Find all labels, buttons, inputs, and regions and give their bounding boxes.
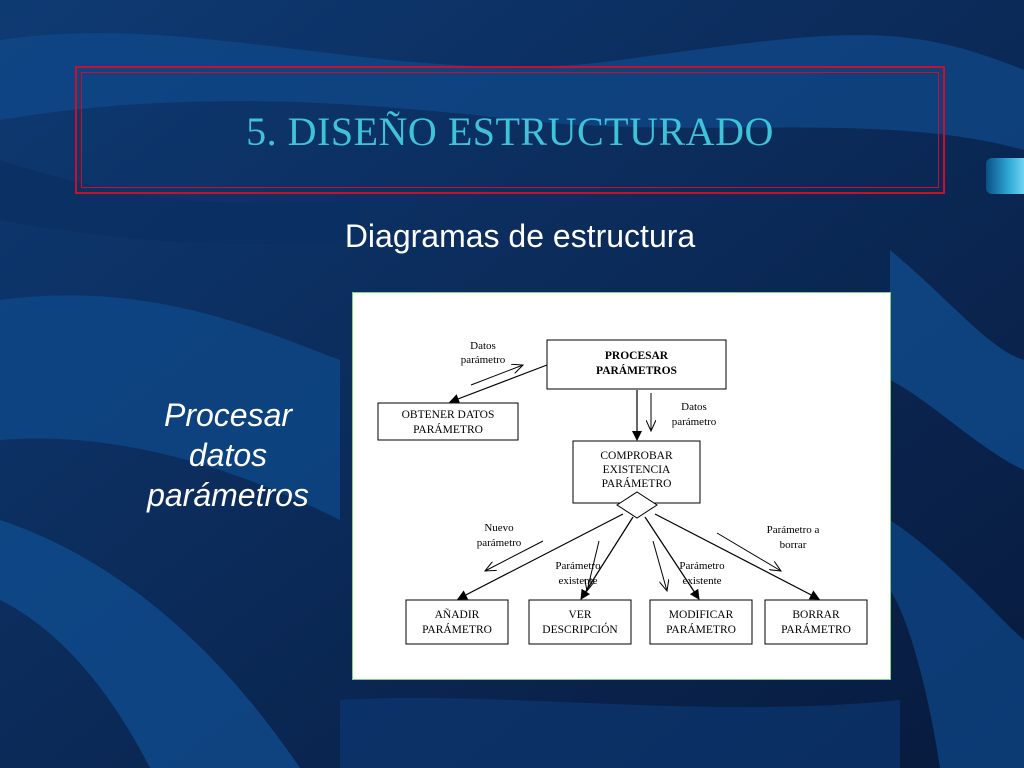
label-parametro-existente-2: Parámetro existente — [679, 560, 725, 587]
box-ver-line-1: VER — [569, 609, 592, 621]
flow-arrow-existente-1 — [587, 540, 600, 591]
box-procesar-line-1: PROCESAR — [605, 350, 669, 362]
flow-arrow-nuevo — [485, 540, 544, 571]
label-nuevo-line-1: Nuevo — [484, 522, 514, 534]
decorative-tab — [986, 158, 1024, 194]
slide-subtitle: Diagramas de estructura — [344, 218, 696, 254]
flow-arrow-borrar — [716, 532, 781, 571]
label-datos-parametro-1: Datos parámetro — [461, 340, 506, 366]
box-ver-line-2: DESCRIPCIÓN — [542, 622, 618, 636]
structure-diagram-panel: PROCESAR PARÁMETROS OBTENER DATOS PARÁME… — [352, 292, 891, 680]
box-anadir-line-1: AÑADIR — [435, 607, 480, 621]
label-datos-2-line-2: parámetro — [672, 416, 717, 428]
box-ver: VER DESCRIPCIÓN — [528, 599, 632, 645]
box-borrar-line-1: BORRAR — [792, 609, 840, 621]
label-datos-parametro-2: Datos parámetro — [672, 401, 717, 428]
box-borrar: BORRAR PARÁMETRO — [764, 599, 868, 645]
box-obtener: OBTENER DATOS PARÁMETRO — [377, 402, 519, 441]
label-datos-1-line-2: parámetro — [461, 354, 506, 366]
label-datos-2-line-1: Datos — [681, 401, 707, 413]
connectors — [449, 364, 820, 600]
label-nuevo-line-2: parámetro — [477, 537, 522, 549]
box-anadir: AÑADIR PARÁMETRO — [405, 599, 509, 645]
box-borrar-line-2: PARÁMETRO — [781, 622, 851, 636]
title-frame — [75, 66, 945, 194]
box-anadir-line-2: PARÁMETRO — [422, 622, 492, 636]
label-borrar-line-1: Parámetro a — [767, 524, 820, 536]
flow-arrow-existente-2 — [652, 540, 667, 591]
connector-comprobar-anadir — [457, 513, 624, 600]
side-caption-line-3: parámetros — [147, 477, 309, 513]
flow-arrow-datos-up — [470, 365, 523, 386]
label-existente-2-line-1: Parámetro — [679, 560, 725, 572]
structure-diagram: PROCESAR PARÁMETROS OBTENER DATOS PARÁME… — [377, 339, 868, 645]
label-existente-1-line-1: Parámetro — [555, 560, 601, 572]
label-borrar-line-2: borrar — [780, 539, 807, 551]
data-flow-arrows — [470, 365, 781, 591]
label-existente-1-line-2: existente — [558, 575, 597, 587]
box-comprobar: COMPROBAR EXISTENCIA PARÁMETRO — [572, 440, 701, 519]
box-comprobar-line-2: EXISTENCIA — [603, 464, 671, 476]
connector-procesar-obtener — [449, 364, 548, 404]
box-procesar: PROCESAR PARÁMETROS — [546, 339, 727, 390]
side-caption-line-2: datos — [188, 437, 268, 473]
box-obtener-line-2: PARÁMETRO — [413, 422, 483, 436]
connector-comprobar-modificar — [644, 516, 700, 600]
box-comprobar-line-3: PARÁMETRO — [602, 476, 672, 490]
box-procesar-line-2: PARÁMETROS — [596, 363, 677, 377]
box-obtener-line-1: OBTENER DATOS — [402, 409, 495, 421]
side-caption-line-1: Procesar — [163, 397, 293, 433]
label-parametro-a-borrar: Parámetro a borrar — [767, 524, 820, 551]
box-comprobar-line-1: COMPROBAR — [600, 450, 673, 462]
label-parametro-existente-1: Parámetro existente — [555, 560, 601, 587]
slide-title: 5. DISEÑO ESTRUCTURADO — [246, 109, 774, 154]
label-existente-2-line-2: existente — [682, 575, 721, 587]
box-modificar-line-2: PARÁMETRO — [666, 622, 736, 636]
side-caption: Procesar datos parámetros — [128, 395, 328, 515]
box-modificar: MODIFICAR PARÁMETRO — [649, 599, 753, 645]
label-nuevo-parametro: Nuevo parámetro — [477, 522, 522, 549]
label-datos-1-line-1: Datos — [470, 340, 496, 352]
selection-diamond — [616, 491, 658, 519]
box-modificar-line-1: MODIFICAR — [669, 609, 734, 621]
connector-comprobar-borrar — [654, 513, 820, 600]
